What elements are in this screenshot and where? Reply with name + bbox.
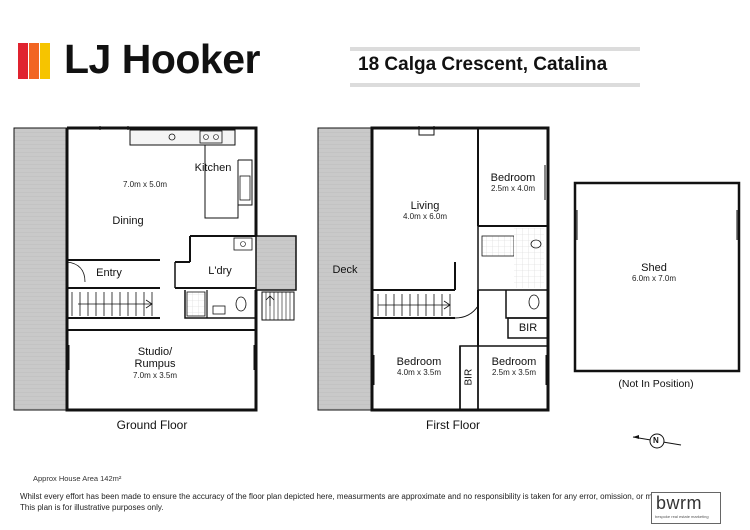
room-label-bedroom-3: Bedroom: [491, 356, 537, 368]
room-dims-bedroom-3: 2.5m x 3.5m: [491, 368, 537, 377]
shed-label: Shed: [641, 262, 667, 274]
shed-position-note: (Not In Position): [618, 378, 694, 390]
north-arrow-label: N: [653, 436, 659, 445]
logo-bar-orange: [29, 43, 39, 79]
disclaimer-line-1: Whilst every effort has been made to ens…: [20, 492, 698, 501]
room-label-studio: Studio/: [137, 346, 173, 358]
bwrm-badge: bwrm bespoke real estate marketing: [651, 492, 721, 524]
first-floor-deck: [317, 127, 373, 411]
room-label-bir-vertical: BIR: [463, 368, 475, 386]
lj-hooker-logo: LJ Hooker: [18, 36, 263, 88]
shed-dims: 6.0m x 7.0m: [631, 274, 677, 283]
room-dims-bedroom-main: 4.0m x 3.5m: [396, 368, 442, 377]
room-label-entry: Entry: [96, 267, 122, 279]
room-label-laundry: L'dry: [208, 265, 232, 277]
room-label-living: Living: [410, 200, 440, 212]
north-arrow-icon: [632, 433, 682, 449]
bwrm-tagline: bespoke real estate marketing: [655, 514, 709, 519]
first-floor-plan: [317, 126, 550, 412]
address-rule-bottom: [350, 83, 640, 87]
room-dims-living: 4.0m x 6.0m: [402, 212, 448, 221]
first-floor-title: First Floor: [426, 418, 480, 432]
ground-floor-title: Ground Floor: [116, 418, 188, 432]
room-label-bedroom-main: Bedroom: [396, 356, 442, 368]
property-address: 18 Calga Crescent, Catalina: [358, 54, 608, 75]
logo-bar-red: [18, 43, 28, 79]
room-label-rumpus: Rumpus: [134, 358, 176, 370]
room-dims-bedroom-2: 2.5m x 4.0m: [490, 184, 536, 193]
ground-floor-side-deck: [13, 127, 68, 411]
bwrm-logo-text: bwrm: [656, 493, 702, 513]
disclaimer-line-2: This plan is for illustrative purposes o…: [20, 503, 164, 512]
room-dims-studio: 7.0m x 3.5m: [132, 371, 178, 380]
room-label-kitchen: Kitchen: [194, 162, 232, 174]
house-area: Approx House Area 142m²: [33, 474, 122, 483]
address-rule-top: [350, 47, 640, 51]
logo-wordmark: LJ Hooker: [64, 36, 261, 82]
room-dims-dining: 7.0m x 5.0m: [122, 180, 168, 189]
logo-bar-yellow: [40, 43, 50, 79]
ground-floor-plan: [13, 126, 297, 412]
shed-outline: [573, 181, 741, 373]
ground-floor-external-deck: [255, 235, 297, 291]
room-label-deck: Deck: [332, 264, 358, 276]
room-label-dining: Dining: [112, 215, 144, 227]
room-label-bedroom-2: Bedroom: [490, 172, 536, 184]
room-label-bir-small: BIR: [518, 322, 538, 334]
